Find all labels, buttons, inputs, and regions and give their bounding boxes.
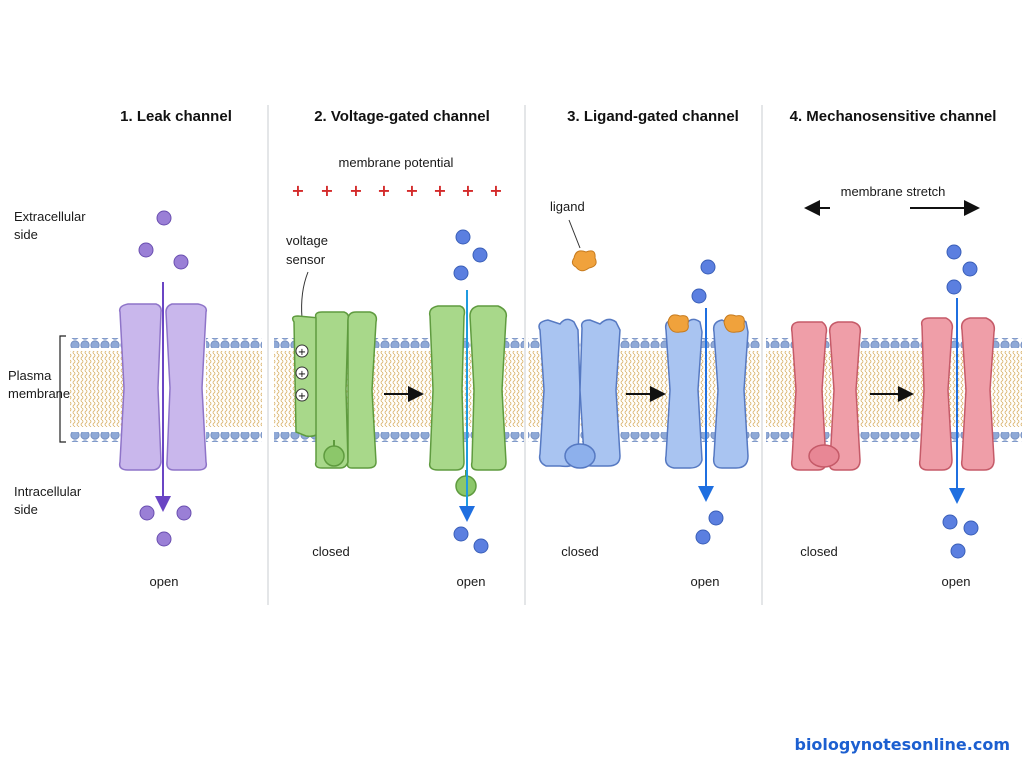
voltage-sensor-label-2: sensor — [286, 252, 326, 267]
svg-text:+: + — [461, 181, 474, 200]
extracellular-label: Extracellular — [14, 209, 86, 224]
svg-text:+: + — [349, 181, 362, 200]
svg-text:+: + — [377, 181, 390, 200]
plasma-membrane-label: Plasma — [8, 368, 52, 383]
mechano-channel-closed — [790, 321, 862, 471]
voltage-open-label: open — [457, 574, 486, 589]
mechano-closed-label: closed — [800, 544, 838, 559]
voltage-sensor-charges: + + + — [295, 344, 309, 402]
ligand-pointer — [568, 219, 581, 249]
voltage-ions — [453, 229, 489, 554]
svg-text:+: + — [291, 181, 304, 200]
leak-channel — [118, 303, 208, 471]
ligand-open-label: open — [691, 574, 720, 589]
voltage-channel-open — [428, 305, 508, 497]
svg-text:+: + — [433, 181, 446, 200]
voltage-channel-closed: + + + — [291, 311, 378, 469]
extracellular-label-2: side — [14, 227, 38, 242]
svg-text:+: + — [298, 391, 306, 402]
svg-text:+: + — [298, 347, 306, 358]
watermark: biologynotesonline.com — [794, 735, 1010, 754]
panel-title-leak: 1. Leak channel — [120, 108, 232, 125]
svg-text:+: + — [489, 181, 502, 200]
bound-ligand — [667, 314, 689, 333]
voltage-sensor-pointer — [301, 271, 309, 319]
mechano-channel-open — [918, 317, 996, 471]
panel-title-mechano: 4. Mechanosensitive channel — [790, 108, 997, 125]
svg-text:+: + — [298, 369, 306, 380]
membrane-stretch-label: membrane stretch — [841, 184, 946, 199]
ligand-molecule — [571, 250, 597, 272]
voltage-closed-label: closed — [312, 544, 350, 559]
leak-ions — [138, 210, 192, 547]
membrane-bracket — [59, 335, 66, 443]
leak-open-label: open — [150, 574, 179, 589]
svg-text:+: + — [405, 181, 418, 200]
svg-text:+: + — [320, 181, 333, 200]
ligand-closed-label: closed — [561, 544, 599, 559]
ligand-ions — [691, 259, 724, 545]
intracellular-label-2: side — [14, 502, 38, 517]
membrane-potential-charges: + + + + + + + + — [291, 181, 502, 200]
ligand-channel-open — [664, 314, 749, 469]
panel-title-voltage: 2. Voltage-gated channel — [314, 108, 490, 125]
intracellular-label: Intracellular — [14, 484, 82, 499]
bound-ligand — [723, 314, 745, 333]
voltage-sensor-label: voltage — [286, 233, 328, 248]
panel-title-ligand: 3. Ligand-gated channel — [567, 108, 739, 125]
mechano-ions — [942, 244, 979, 559]
ligand-label: ligand — [550, 199, 585, 214]
mechano-open-label: open — [942, 574, 971, 589]
membrane-potential-label: membrane potential — [339, 155, 454, 170]
ligand-channel-closed — [538, 318, 621, 469]
plasma-membrane-label-2: membrane — [8, 386, 70, 401]
